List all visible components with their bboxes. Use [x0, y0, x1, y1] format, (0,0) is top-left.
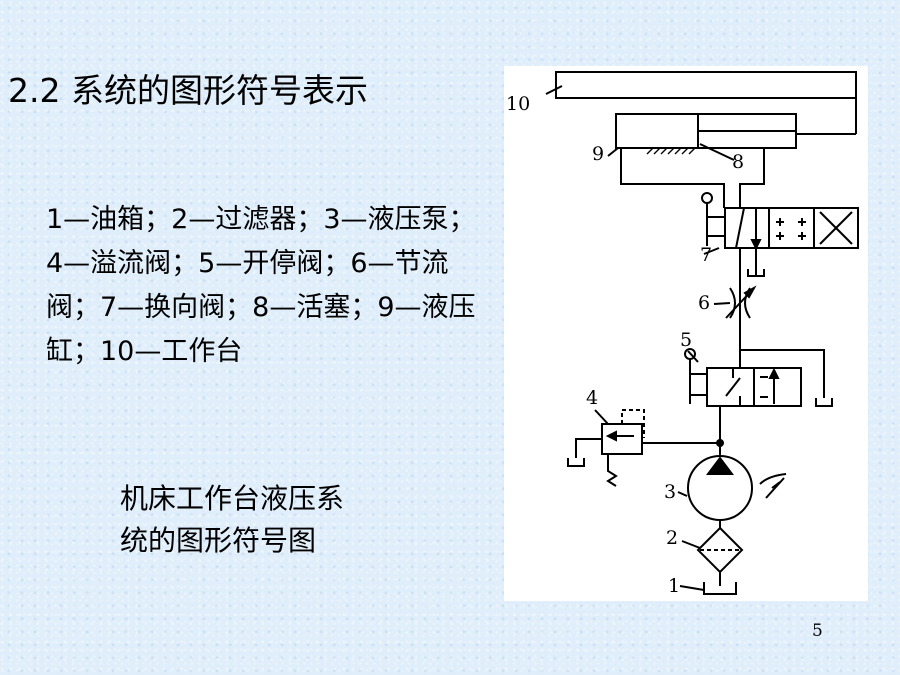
valve-7-handle-knob [701, 192, 713, 204]
slide-title: 2.2 系统的图形符号表示 [8, 71, 368, 110]
oil-tank [703, 582, 737, 595]
relief-valve [601, 423, 643, 455]
diagram-caption: 机床工作台液压系 统的图形符号图 [120, 478, 344, 562]
caption-line-2: 统的图形符号图 [120, 524, 317, 557]
component-legend: 1—油箱；2—过滤器；3—液压泵；4—溢流阀；5—开停阀；6—节流阀；7—换向阀… [46, 204, 476, 367]
label-3: 3 [664, 481, 676, 503]
label-6: 6 [698, 292, 710, 314]
label-9: 9 [592, 143, 604, 165]
hydraulic-diagram-panel: 10 9 8 7 6 5 4 3 2 1 [504, 66, 868, 601]
page-number: 5 [812, 621, 823, 641]
label-7: 7 [700, 244, 712, 266]
directional-valve [724, 207, 859, 249]
label-8: 8 [732, 151, 744, 173]
label-4: 4 [586, 387, 598, 409]
throttle-valve [729, 287, 736, 319]
caption-line-1: 机床工作台液压系 [120, 482, 345, 515]
label-5: 5 [680, 329, 692, 351]
label-2: 2 [666, 527, 678, 549]
label-1: 1 [668, 575, 680, 597]
label-10: 10 [506, 93, 530, 115]
worktable [555, 71, 857, 99]
hydraulic-schematic: 10 9 8 7 6 5 4 3 2 1 [506, 71, 859, 597]
